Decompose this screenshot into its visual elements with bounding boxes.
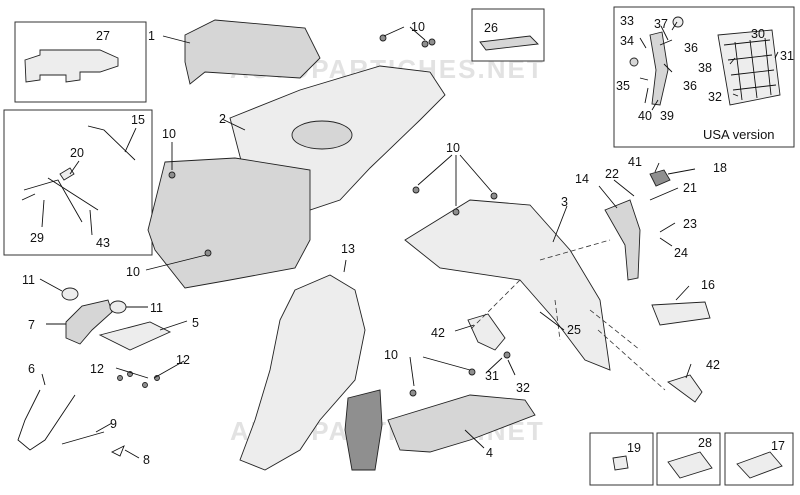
callout-12-lower: 12 bbox=[90, 362, 104, 376]
callout-8: 8 bbox=[143, 453, 150, 467]
callout-5: 5 bbox=[192, 316, 199, 330]
callout-1: 1 bbox=[148, 29, 155, 43]
callout-42-right: 42 bbox=[706, 358, 720, 372]
callout-40: 40 bbox=[638, 109, 652, 123]
callout-41: 41 bbox=[628, 155, 642, 169]
assembly-lines bbox=[469, 239, 666, 391]
part-3-bracket bbox=[404, 199, 611, 371]
callout-38: 38 bbox=[698, 61, 712, 75]
inset-box-27 bbox=[14, 21, 147, 103]
part-7-hinge bbox=[65, 299, 113, 345]
callout-36-upper: 36 bbox=[684, 41, 698, 55]
callout-23: 23 bbox=[683, 217, 697, 231]
leader-lines bbox=[39, 21, 779, 459]
callout-22: 22 bbox=[605, 167, 619, 181]
part-2-helmet-well bbox=[291, 120, 353, 150]
part-16-pad bbox=[651, 301, 711, 326]
callout-10-bottom: 10 bbox=[384, 348, 398, 362]
callout-29: 29 bbox=[30, 231, 44, 245]
callout-33: 33 bbox=[620, 14, 634, 28]
callout-13: 13 bbox=[341, 242, 355, 256]
part-11-bush-right bbox=[109, 300, 127, 314]
callout-10-top: 10 bbox=[411, 20, 425, 34]
inset-box-17 bbox=[724, 432, 794, 486]
callout-10-center: 10 bbox=[446, 141, 460, 155]
callout-42-left: 42 bbox=[431, 326, 445, 340]
callout-10-left: 10 bbox=[162, 127, 176, 141]
callout-34: 34 bbox=[620, 34, 634, 48]
inset-box-28 bbox=[656, 432, 721, 486]
callout-6: 6 bbox=[28, 362, 35, 376]
callout-37: 37 bbox=[654, 17, 668, 31]
inset-box-26 bbox=[471, 8, 545, 62]
callout-17: 17 bbox=[771, 439, 785, 453]
callout-4: 4 bbox=[486, 446, 493, 460]
callout-32-main: 32 bbox=[516, 381, 530, 395]
callout-25: 25 bbox=[567, 323, 581, 337]
callout-32-usa: 32 bbox=[708, 90, 722, 104]
part-9-pin bbox=[61, 431, 105, 445]
callout-12-upper: 12 bbox=[176, 353, 190, 367]
part-11-bush-left bbox=[61, 287, 79, 301]
callout-3: 3 bbox=[561, 195, 568, 209]
callout-31-usa: 31 bbox=[780, 49, 794, 63]
callout-43: 43 bbox=[96, 236, 110, 250]
callout-31-main: 31 bbox=[485, 369, 499, 383]
callout-14: 14 bbox=[575, 172, 589, 186]
part-42-pad-left bbox=[467, 313, 506, 351]
callout-21: 21 bbox=[683, 181, 697, 195]
part-4-tray bbox=[387, 394, 536, 453]
screws bbox=[117, 34, 511, 397]
callout-10-lower-left: 10 bbox=[126, 265, 140, 279]
part-14-plate-holder bbox=[604, 199, 641, 281]
callout-11-left: 11 bbox=[22, 273, 35, 287]
part-5-clip bbox=[98, 321, 172, 351]
part-42-pad-right bbox=[667, 374, 703, 403]
callout-20: 20 bbox=[70, 146, 84, 160]
part-1-cover bbox=[184, 19, 321, 85]
callout-28: 28 bbox=[698, 436, 712, 450]
part-13-mudguard bbox=[239, 274, 366, 471]
callout-27: 27 bbox=[96, 29, 110, 43]
callout-2: 2 bbox=[219, 112, 226, 126]
callout-30: 30 bbox=[751, 27, 765, 41]
callout-36-lower: 36 bbox=[683, 79, 697, 93]
callout-15: 15 bbox=[131, 113, 145, 127]
inset-box-19 bbox=[589, 432, 654, 486]
part-4-bracket bbox=[344, 389, 383, 471]
part-2-underseat-box bbox=[147, 157, 311, 289]
callout-16: 16 bbox=[701, 278, 715, 292]
part-41-light bbox=[649, 169, 671, 187]
callouts: 1 2 3 4 5 6 7 8 9 10 10 10 10 10 11 11 1… bbox=[22, 14, 794, 467]
inset-box-tools bbox=[3, 109, 153, 256]
callout-18: 18 bbox=[713, 161, 727, 175]
part-6-wire bbox=[17, 389, 76, 451]
callout-26: 26 bbox=[484, 21, 498, 35]
callout-35: 35 bbox=[616, 79, 630, 93]
callout-19: 19 bbox=[627, 441, 641, 455]
callout-39: 39 bbox=[660, 109, 674, 123]
usa-version-caption: USA version bbox=[703, 127, 775, 142]
inset-box-usa: USA version bbox=[613, 6, 795, 148]
callout-9: 9 bbox=[110, 417, 117, 431]
part-8-clip bbox=[110, 445, 125, 457]
callout-24: 24 bbox=[674, 246, 688, 260]
callout-7: 7 bbox=[28, 318, 35, 332]
callout-11-right: 11 bbox=[150, 301, 163, 315]
